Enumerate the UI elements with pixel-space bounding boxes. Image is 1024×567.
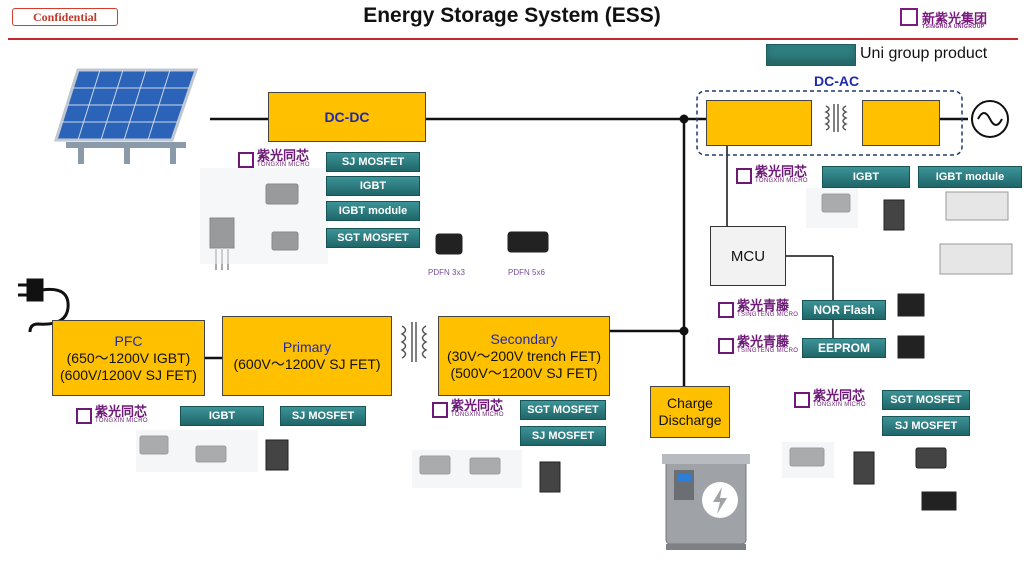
tongxin-logo-icon — [794, 391, 810, 408]
header-divider — [8, 38, 1018, 40]
pfc-title: PFC — [114, 332, 143, 349]
dcdc-label: DC-DC — [324, 108, 370, 125]
tag-dcdc-igbt-module: IGBT module — [326, 201, 420, 221]
tag-pfc-igbt: IGBT — [180, 406, 264, 426]
pfc-parts-photo — [136, 430, 258, 472]
tag-dcdc-igbt: IGBT — [326, 176, 420, 196]
charge-discharge-block: Charge Discharge — [650, 386, 730, 438]
page-title: Energy Storage System (ESS) — [363, 4, 661, 27]
brand-english: TSINGHUA UNIGROUP — [922, 24, 985, 30]
tongxin-logo-icon — [432, 401, 448, 418]
secondary-title: Secondary — [490, 330, 558, 347]
vendor-name-en: TONGXIN MICRO — [813, 402, 866, 408]
tag-eeprom: EEPROM — [802, 338, 886, 358]
vendor-name-cn: 紫光同芯 — [257, 148, 310, 163]
vendor-name-cn: 紫光同芯 — [813, 388, 866, 403]
package-pdfn56-label: PDFN 5x6 — [508, 268, 545, 277]
package-pdfn33-label: PDFN 3x3 — [428, 268, 465, 277]
pfc-block: PFC (650～1200V IGBT) (600V/1200V SJ FET) — [52, 320, 205, 396]
vendor-name-cn: 紫光青藤 — [737, 298, 790, 313]
tongxin-logo-icon — [238, 151, 254, 168]
dcac-igbt-photo — [806, 188, 858, 228]
vendor-name-en: TSINGTENG MICRO — [737, 348, 799, 354]
tag-secondary-sgt-mosfet: SGT MOSFET — [520, 400, 606, 420]
vendor-name-cn: 紫光同芯 — [95, 404, 148, 419]
vendor-name-en: TSINGTENG MICRO — [737, 312, 799, 318]
tongxin-logo-icon — [736, 167, 752, 184]
secondary-spec-sjfet: (500V～1200V SJ FET) — [450, 364, 598, 381]
brand-logo: 新紫光集团 TSINGHUA UNIGROUP — [900, 6, 988, 30]
tsingteng-logo-icon — [718, 337, 734, 354]
dcdc-parts-photo — [200, 168, 328, 264]
secondary-block: Secondary (30V～200V trench FET) (500V～12… — [438, 316, 610, 396]
dcdc-block: DC-DC — [268, 92, 426, 142]
tag-dcac-igbt: IGBT — [822, 166, 910, 188]
battery-parts-photo — [782, 442, 834, 478]
vendor-name-cn: 紫光青藤 — [737, 334, 790, 349]
primary-title: Primary — [282, 339, 332, 355]
legend-swatch — [766, 44, 856, 66]
tag-battery-sgt-mosfet: SGT MOSFET — [882, 390, 970, 410]
battery-cabinet-icon — [662, 454, 750, 550]
primary-spec: (600V～1200V SJ FET) — [233, 356, 381, 372]
tag-pfc-sj-mosfet: SJ MOSFET — [280, 406, 366, 426]
tsingteng-logo-icon — [718, 301, 734, 318]
secondary-spec-trench: (30V～200V trench FET) — [446, 347, 602, 364]
secondary-parts-photo — [412, 450, 522, 488]
vendor-name-cn: 紫光同芯 — [451, 398, 504, 413]
primary-block: Primary (600V～1200V SJ FET) — [222, 316, 392, 396]
confidential-badge: Confidential — [12, 8, 118, 26]
vendor-name-en: TONGXIN MICRO — [755, 178, 808, 184]
legend-label: Uni group product — [860, 45, 988, 62]
vendor-name-en: TONGXIN MICRO — [451, 412, 504, 418]
vendor-name-en: TONGXIN MICRO — [95, 418, 148, 424]
dcac-inverter-right — [862, 100, 940, 146]
dcac-inverter-left — [706, 100, 812, 146]
tag-dcdc-sgt-mosfet: SGT MOSFET — [326, 228, 420, 248]
tag-secondary-sj-mosfet: SJ MOSFET — [520, 426, 606, 446]
vendor-name-cn: 紫光同芯 — [755, 164, 808, 179]
charge-label: Charge — [667, 395, 713, 411]
unigroup-logo-icon — [900, 8, 918, 26]
tongxin-logo-icon — [76, 407, 92, 424]
dcac-label: DC-AC — [814, 73, 860, 89]
brand-name: 新紫光集团 — [922, 10, 988, 26]
pfc-spec-sjfet: (600V/1200V SJ FET) — [60, 366, 197, 383]
vendor-name-en: TONGXIN MICRO — [257, 162, 310, 168]
tag-nor-flash: NOR Flash — [802, 300, 886, 320]
tag-battery-sj-mosfet: SJ MOSFET — [882, 416, 970, 436]
tag-dcac-igbt-module: IGBT module — [918, 166, 1022, 188]
discharge-label: Discharge — [658, 412, 722, 428]
mcu-block: MCU — [710, 226, 786, 286]
pfc-spec-igbt: (650～1200V IGBT) — [66, 349, 191, 366]
tag-dcdc-sj-mosfet: SJ MOSFET — [326, 152, 420, 172]
solar-panel-icon — [53, 68, 199, 164]
